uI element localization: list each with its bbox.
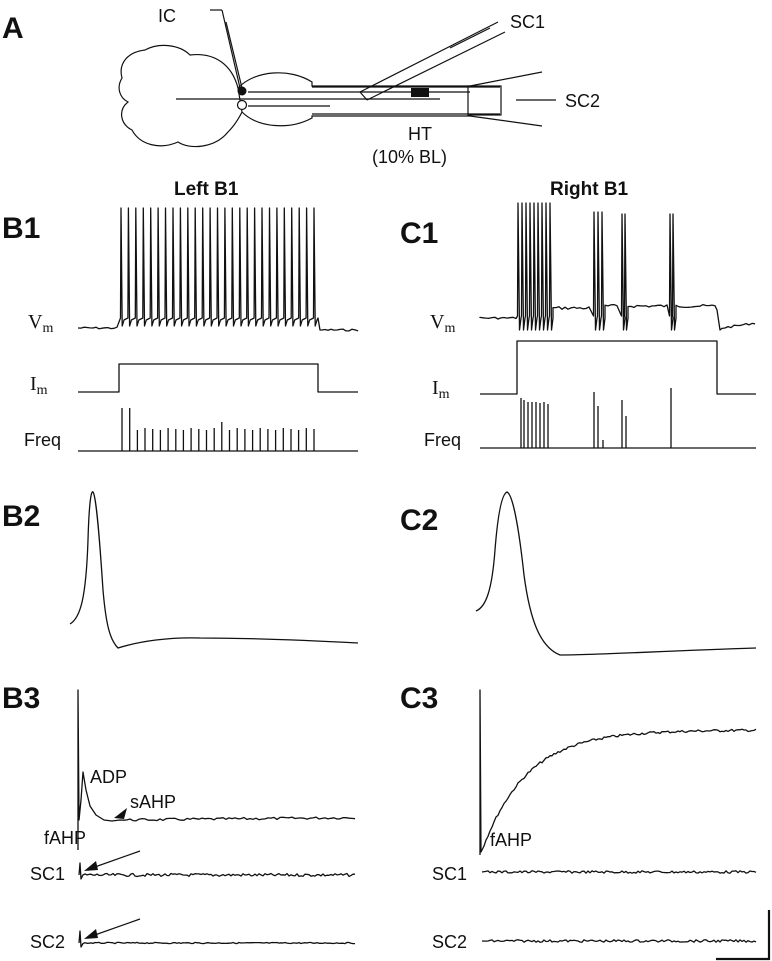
im-label-left: Im [30, 373, 48, 398]
sc2-label: SC2 [565, 91, 600, 111]
fahp-label-left: fAHP [44, 828, 86, 848]
freq-trace-left [78, 408, 358, 452]
left-b1-cell-filled [237, 86, 247, 96]
panel-label-b1: B1 [2, 212, 40, 245]
sc2-trace-label-right: SC2 [432, 932, 467, 952]
right-column-title: Right B1 [550, 179, 629, 200]
panel-label-c1: C1 [400, 217, 438, 250]
panel-label-a: A [2, 12, 24, 45]
panel-label-b2: B2 [2, 500, 40, 533]
ahp-trace-right [479, 689, 757, 855]
vm-label-right: Vm [430, 311, 455, 336]
spike-trace-left [69, 491, 359, 649]
sc1-electrode-inner [449, 27, 491, 49]
ahp-trace-left [77, 689, 356, 850]
sc1-electrode [359, 21, 506, 101]
freq-label-left: Freq [24, 430, 61, 450]
ht-site-block [411, 88, 429, 97]
scale-bar [716, 910, 771, 961]
sc2-electrode-lower [469, 115, 543, 127]
sc1-trace-right [481, 870, 757, 874]
im-trace-left [78, 363, 358, 393]
brain-schematic [118, 9, 556, 148]
sahp-label: sAHP [130, 792, 176, 812]
freq-trace-right [480, 388, 756, 449]
sc2-arrow [84, 918, 141, 939]
im-trace-right [480, 340, 756, 395]
fahp-label-right: fAHP [490, 830, 532, 850]
vm-label-left: Vm [28, 311, 53, 336]
sahp-arrowhead [114, 808, 127, 819]
sc1-arrow [84, 850, 141, 871]
sc2-trace-label-left: SC2 [30, 932, 65, 952]
adp-label: ADP [90, 767, 127, 787]
panel-label-c2: C2 [400, 504, 438, 537]
ic-label: IC [158, 6, 176, 26]
ht-sublabel: (10% BL) [372, 147, 447, 167]
sc1-trace-label-right: SC1 [432, 864, 467, 884]
vm-trace-right [479, 202, 756, 331]
panel-label-b3: B3 [2, 682, 40, 715]
im-label-right: Im [432, 377, 450, 402]
sc2-recording-box [467, 85, 502, 116]
right-b1-cell-open [236, 99, 248, 111]
spike-trace-right [475, 491, 757, 656]
sc2-electrode-upper [469, 71, 543, 87]
ht-label: HT [408, 124, 432, 144]
left-column-title: Left B1 [174, 179, 239, 200]
vm-trace-left [77, 207, 359, 332]
brainstem-bottom-outline [241, 111, 470, 127]
sc2-trace-left [78, 930, 355, 948]
sc1-label: SC1 [510, 12, 545, 32]
sc1-trace-left [78, 862, 355, 880]
brainstem-top-outline [237, 72, 470, 89]
freq-label-right: Freq [424, 430, 461, 450]
ic-electrode-1 [221, 9, 241, 89]
ic-electrode-2 [225, 21, 243, 89]
sc1-trace-label-left: SC1 [30, 864, 65, 884]
sc2-trace-right [481, 939, 757, 943]
panel-label-c3: C3 [400, 682, 438, 715]
